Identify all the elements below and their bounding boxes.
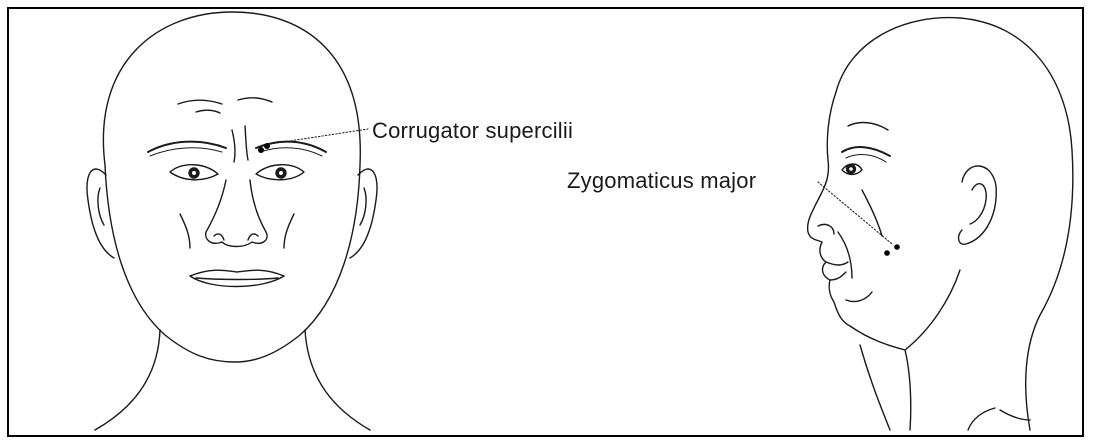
electrode-dot (258, 147, 264, 153)
front-mouth (190, 270, 284, 276)
front-neck (95, 330, 160, 430)
side-head-drawing (808, 18, 1073, 430)
electrode-dot (894, 244, 900, 250)
zygomaticus-leader-line (818, 182, 892, 244)
zygomaticus-label: Zygomaticus major (567, 168, 756, 194)
side-face-profile (808, 92, 911, 430)
zygomaticus-electrodes (818, 182, 900, 256)
side-ear (959, 166, 997, 244)
side-mouth (826, 262, 848, 265)
front-right-ear (350, 169, 377, 258)
corrugator-leader-line (270, 129, 368, 144)
front-head-drawing (87, 12, 377, 430)
corrugator-electrodes (258, 129, 368, 153)
electrode-dot (884, 250, 890, 256)
electrode-dot (264, 143, 270, 149)
front-head-outline (103, 12, 360, 362)
side-head-outline (836, 18, 1073, 430)
corrugator-label: Corrugator supercilii (372, 118, 573, 144)
